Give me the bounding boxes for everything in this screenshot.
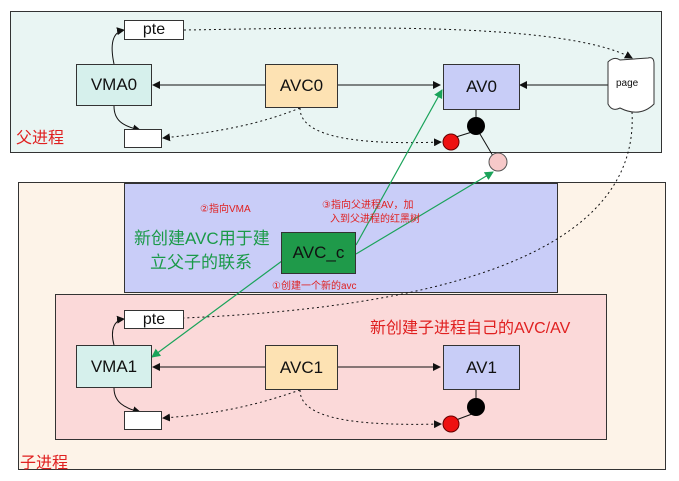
- av1-root-to-red-line: [455, 413, 473, 421]
- child-av1-box: AV1: [443, 345, 520, 390]
- root-to-red-line: [455, 131, 473, 138]
- avc1-to-rbnode-dotted: [299, 389, 442, 429]
- parent-av0-box: AV0: [443, 64, 520, 110]
- parent-process-label: 父进程: [16, 130, 65, 147]
- av0-rbtree-red-node: [442, 133, 460, 151]
- parent-avc0-box: AVC0: [265, 64, 338, 108]
- page-label: page: [616, 78, 639, 89]
- child-avc1-box: AVC1: [265, 345, 338, 390]
- avc0-to-box-dotted: [162, 107, 301, 142]
- parent-pte-box: pte: [124, 20, 184, 40]
- child-process-label: 子进程: [20, 455, 69, 472]
- page-shape: [607, 57, 655, 113]
- avc1-to-box-dotted: [162, 389, 301, 422]
- link-desc-line2: 立父子的联系: [150, 253, 252, 272]
- vma0-to-pte-arrow: [111, 27, 125, 65]
- vma0-to-box-arrow: [113, 105, 141, 133]
- link-desc-line1: 新创建AVC用于建: [134, 229, 270, 248]
- vma1-to-pte-arrow: [111, 315, 125, 346]
- pte-to-page-dotted: [183, 27, 633, 59]
- parent-vma0-box: VMA0: [76, 64, 152, 106]
- avcc-to-av0-arrow: [355, 89, 443, 246]
- avcc-to-rbtree-arrow: [355, 171, 494, 255]
- av0-rbtree-new-node: [488, 152, 508, 172]
- child-pte-box: pte: [124, 310, 184, 329]
- avc-c-box: AVC_c: [281, 232, 356, 274]
- parent-page-box: [124, 129, 162, 148]
- step3-label-line1: ③指向父进程AV，加: [322, 200, 414, 211]
- avc0-to-rbnode-dotted: [299, 107, 442, 147]
- child-vma1-box: VMA1: [76, 345, 152, 388]
- vma1-to-box-arrow: [113, 387, 141, 415]
- av1-rbtree-red-node: [442, 415, 460, 433]
- child-own-label: 新创建子进程自己的AVC/AV: [370, 320, 571, 337]
- root-to-pink-line: [479, 133, 494, 157]
- child-page-box: [124, 411, 162, 430]
- av0-rbtree-root-node: [467, 117, 485, 135]
- step3-label-line2: 入到父进程的红黑树: [330, 214, 420, 225]
- avcc-to-vma1-arrow: [151, 257, 287, 358]
- step1-label: ①创建一个新的avc: [272, 281, 357, 292]
- step2-label: ②指向VMA: [200, 204, 251, 215]
- av1-rbtree-root-node: [467, 398, 485, 416]
